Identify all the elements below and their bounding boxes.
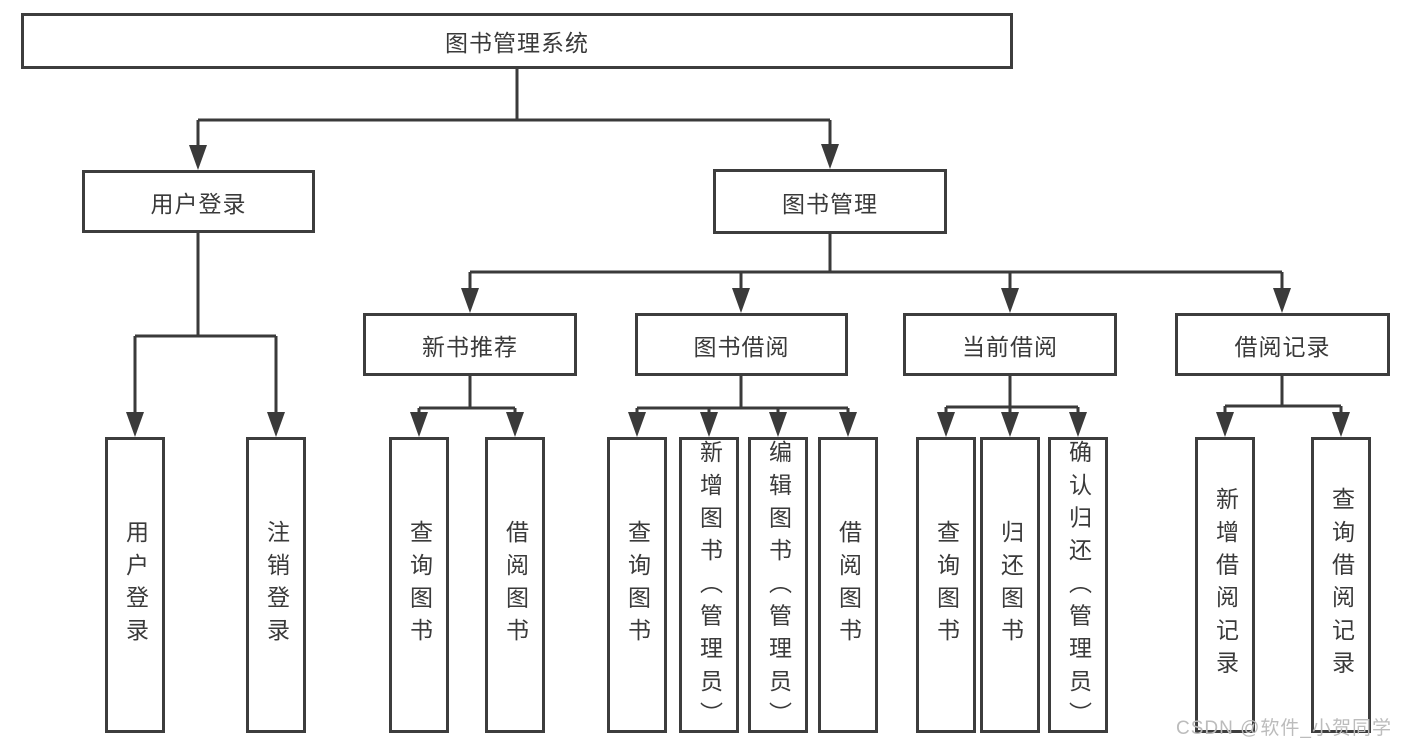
csdn-watermark: CSDN @软件_小贺同学 bbox=[1176, 718, 1392, 739]
connector-book-management-to-level3 bbox=[461, 234, 1291, 313]
leaf-borrow-books-label: 借阅图书 bbox=[835, 519, 862, 651]
node-user-login-label: 用户登录 bbox=[150, 190, 247, 217]
node-user-login: 用户登录 bbox=[82, 170, 315, 233]
connector-current-borrow-to-leaves bbox=[937, 376, 1087, 437]
connector-book-borrow-to-leaves bbox=[628, 376, 857, 437]
connector-borrow-record-to-leaves bbox=[1216, 376, 1350, 437]
node-root: 图书管理系统 bbox=[21, 13, 1013, 69]
node-current-borrow: 当前借阅 bbox=[903, 313, 1117, 376]
leaf-add-borrow-record: 新增借阅记录 bbox=[1195, 437, 1255, 733]
leaf-query-books-current-label: 查询图书 bbox=[933, 519, 960, 651]
leaf-logout-label: 注销登录 bbox=[263, 519, 290, 651]
leaf-query-books-borrow: 查询图书 bbox=[607, 437, 667, 733]
leaf-borrow-books: 借阅图书 bbox=[818, 437, 878, 733]
leaf-return-book-label: 归还图书 bbox=[997, 519, 1024, 651]
leaf-query-books-current: 查询图书 bbox=[916, 437, 976, 733]
leaf-edit-book-admin: 编辑图书（管理员） bbox=[748, 437, 808, 734]
leaf-return-book: 归还图书 bbox=[980, 437, 1040, 733]
node-current-borrow-label: 当前借阅 bbox=[962, 333, 1058, 360]
connector-root-to-level2 bbox=[189, 69, 839, 170]
leaf-query-borrow-record: 查询借阅记录 bbox=[1311, 437, 1371, 733]
leaf-query-books-recommend: 查询图书 bbox=[389, 437, 449, 733]
leaf-add-borrow-record-label: 新增借阅记录 bbox=[1212, 487, 1239, 683]
leaf-query-books-recommend-label: 查询图书 bbox=[406, 519, 433, 651]
leaf-logout: 注销登录 bbox=[246, 437, 306, 733]
connector-user-login-to-leaves bbox=[126, 233, 285, 437]
leaf-borrow-books-recommend: 借阅图书 bbox=[485, 437, 545, 733]
leaf-query-borrow-record-label: 查询借阅记录 bbox=[1328, 487, 1355, 683]
node-book-borrow-label: 图书借阅 bbox=[693, 333, 790, 360]
leaf-edit-book-admin-label: 编辑图书（管理员） bbox=[765, 440, 792, 734]
leaf-query-books-borrow-label: 查询图书 bbox=[624, 519, 651, 651]
leaf-user-login: 用户登录 bbox=[105, 437, 165, 733]
leaf-user-login-label: 用户登录 bbox=[122, 519, 149, 651]
node-borrow-records-label: 借阅记录 bbox=[1234, 333, 1331, 360]
node-new-book-recommend: 新书推荐 bbox=[363, 313, 577, 376]
node-borrow-records: 借阅记录 bbox=[1175, 313, 1390, 376]
leaf-add-book-admin-label: 新增图书（管理员） bbox=[696, 440, 723, 734]
connector-new-book-to-leaves bbox=[410, 376, 524, 437]
node-root-label: 图书管理系统 bbox=[445, 30, 589, 56]
node-new-book-recommend-label: 新书推荐 bbox=[422, 333, 518, 360]
node-book-borrow: 图书借阅 bbox=[635, 313, 848, 376]
node-book-management-label: 图书管理 bbox=[782, 190, 878, 217]
leaf-add-book-admin: 新增图书（管理员） bbox=[679, 437, 739, 734]
leaf-confirm-return-admin: 确认归还（管理员） bbox=[1048, 437, 1108, 734]
leaf-borrow-books-recommend-label: 借阅图书 bbox=[502, 519, 529, 651]
node-book-management: 图书管理 bbox=[713, 169, 947, 234]
leaf-confirm-return-admin-label: 确认归还（管理员） bbox=[1065, 440, 1092, 734]
